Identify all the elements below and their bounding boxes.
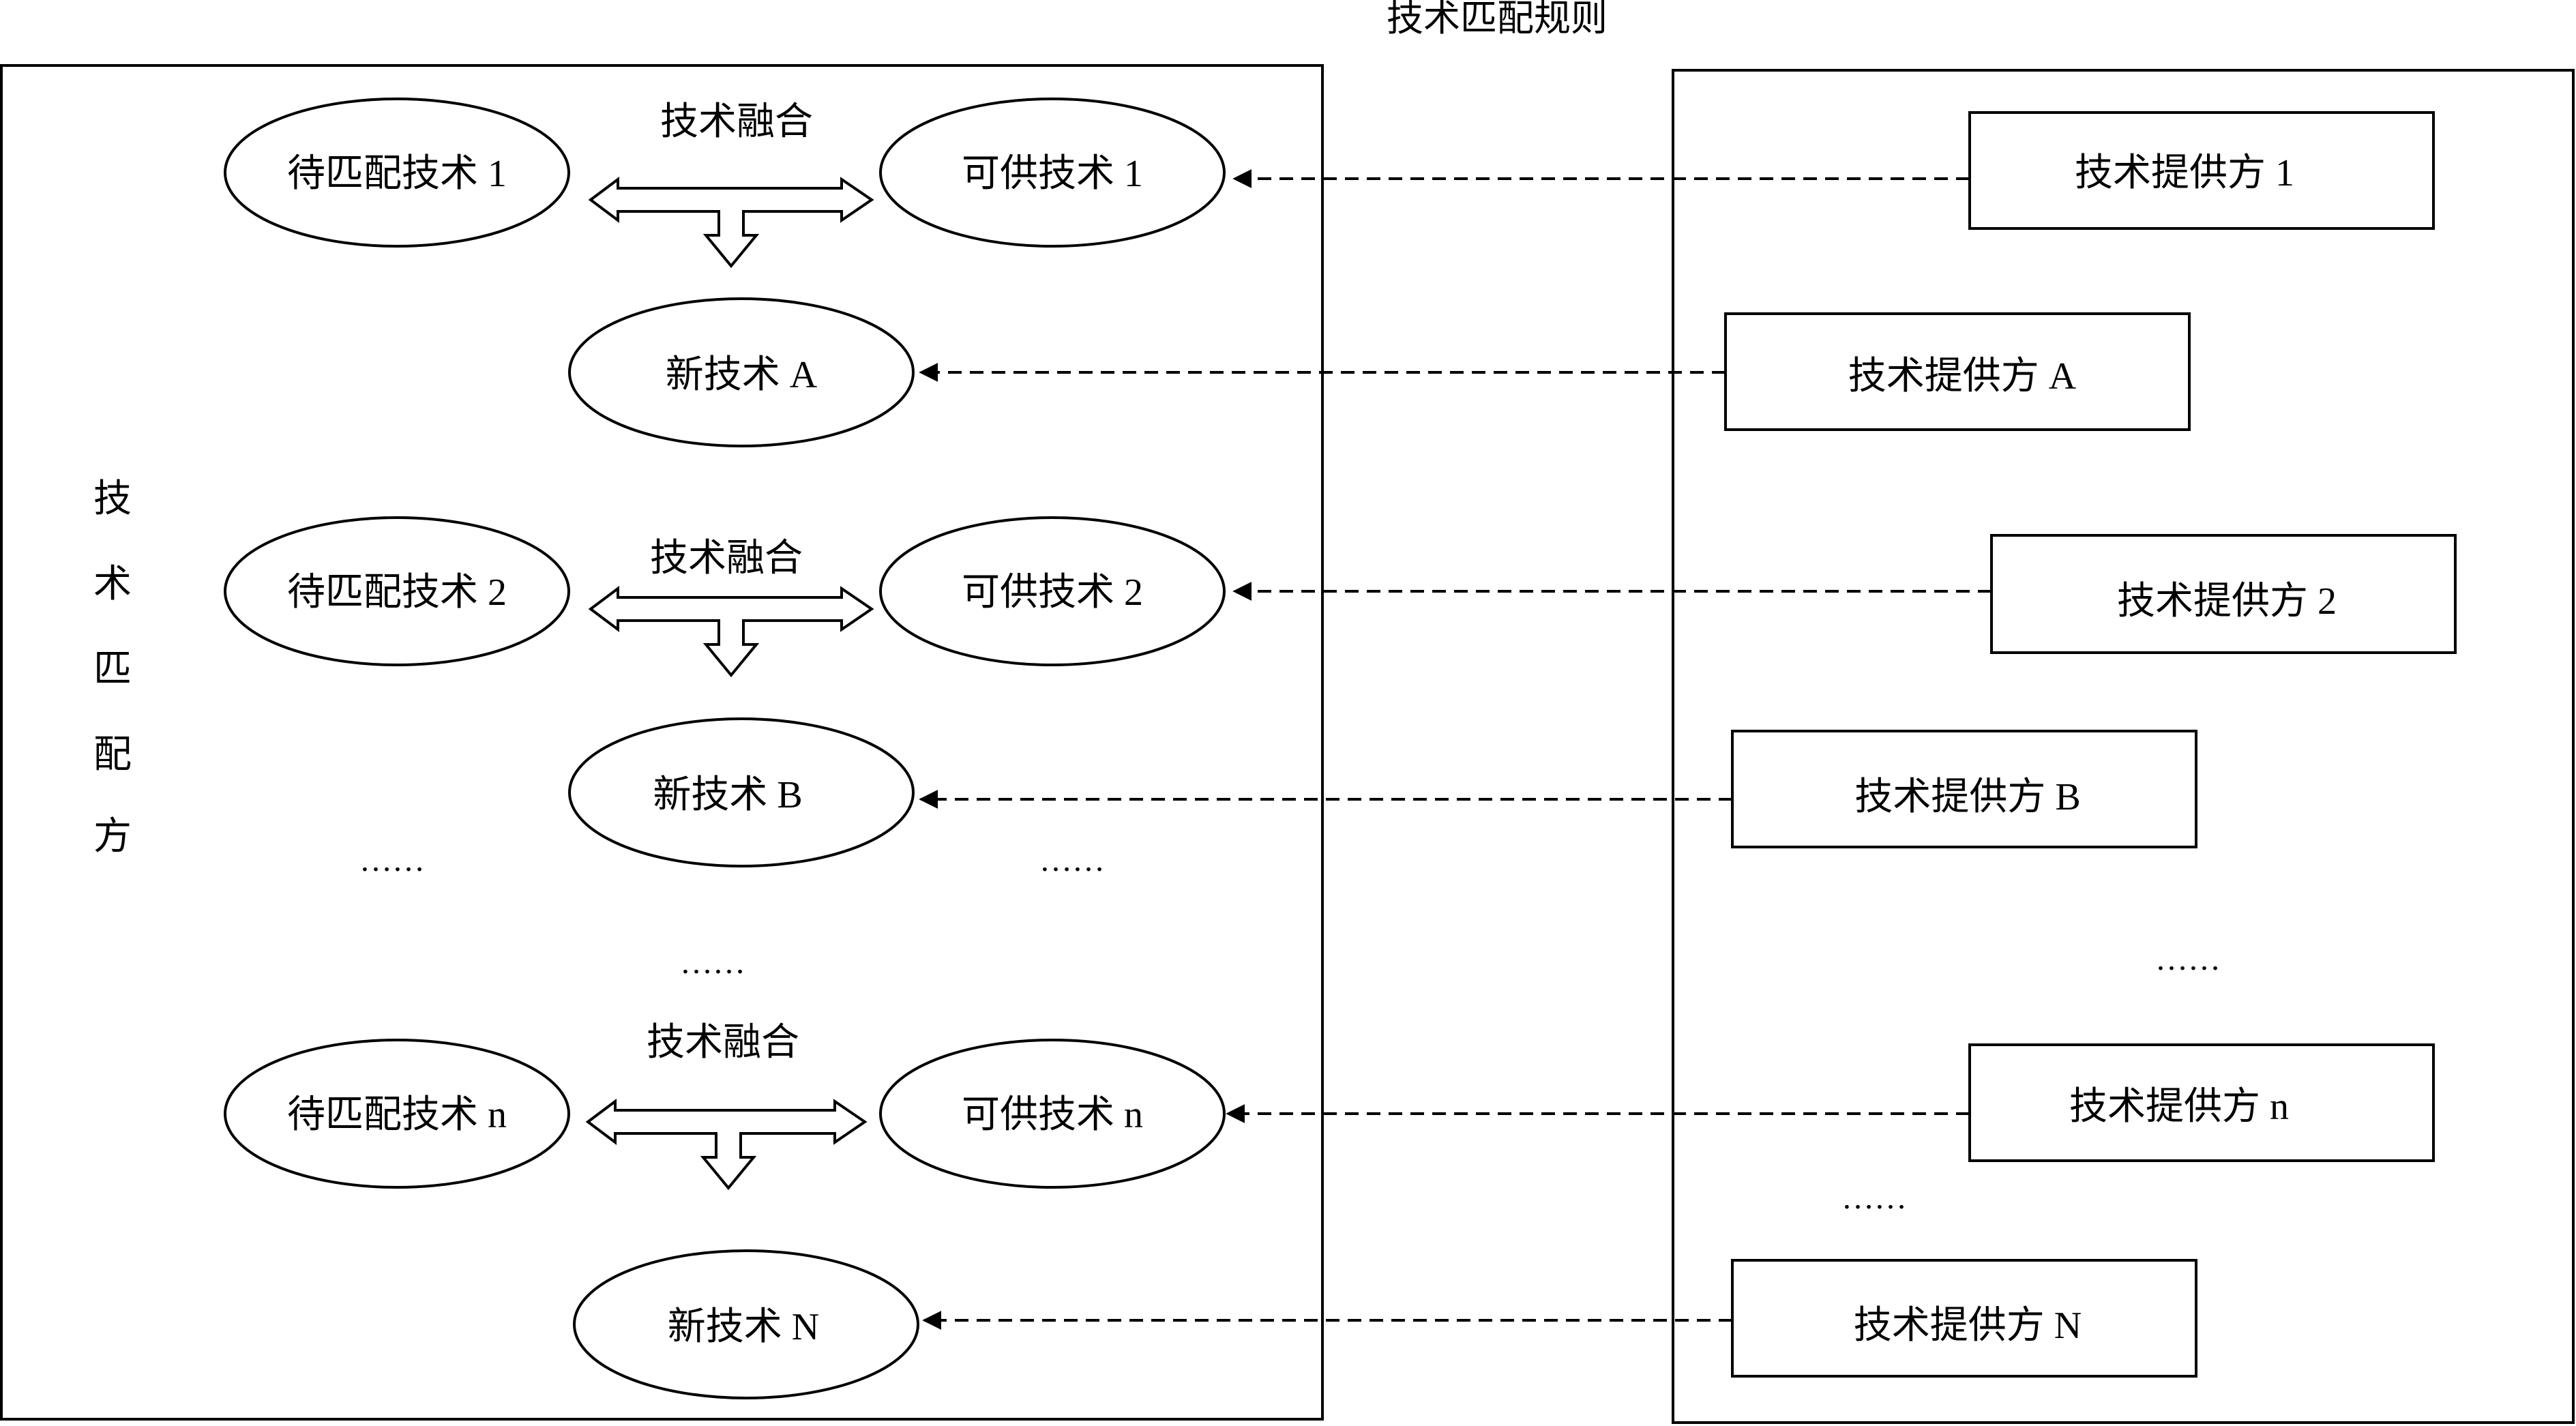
fusion-label: 技术融合	[647, 1022, 799, 1064]
fusion-group-2: 待匹配技术 2 可供技术 2 技术融合 新技术 B	[224, 516, 1226, 867]
pending-tech-label: 待匹配技术 n	[287, 1094, 507, 1136]
available-tech-label: 可供技术 2	[962, 571, 1143, 614]
provider-label: 技术提供方 2	[2117, 580, 2337, 623]
ellipsis-mark: ……	[1841, 1180, 1907, 1216]
diagram-title: 技术匹配规则	[1387, 0, 1608, 39]
provider-box: 技术提供方 B	[1731, 730, 2197, 848]
available-tech-node	[879, 516, 1226, 666]
ellipsis-mark: ……	[680, 945, 745, 981]
fusion-group-1: 待匹配技术 1 可供技术 1 技术融合 新技术 A	[224, 98, 1226, 447]
new-tech-label: 新技术 N	[668, 1306, 819, 1348]
fusion-label: 技术融合	[650, 537, 803, 580]
provider-label: 技术提供方 A	[1848, 355, 2077, 398]
pending-tech-label: 待匹配技术 1	[287, 153, 507, 195]
available-tech-label: 可供技术 n	[962, 1094, 1143, 1136]
fusion-group-n: 待匹配技术 n 可供技术 n 技术融合 新技术 N	[224, 1022, 1226, 1399]
pending-tech-node	[224, 1039, 570, 1189]
new-tech-node	[568, 717, 915, 867]
available-tech-node	[879, 1039, 1226, 1189]
provider-box: 技术提供方 n	[1968, 1043, 2435, 1162]
side-label-char: 配	[93, 734, 132, 776]
matcher-frame	[0, 64, 1324, 1421]
side-label: 技 术 匹 配 方	[93, 478, 132, 858]
pending-tech-node	[224, 98, 570, 248]
new-tech-node	[573, 1249, 919, 1399]
provider-label: 技术提供方 N	[1854, 1305, 2082, 1347]
pending-tech-node	[224, 516, 570, 666]
side-label-char: 术	[93, 563, 132, 606]
side-label-char: 技	[93, 478, 132, 520]
fusion-arrow	[588, 177, 874, 269]
provider-label: 技术提供方 B	[1854, 776, 2080, 818]
provider-box: 技术提供方 A	[1724, 312, 2191, 431]
new-tech-label: 新技术 A	[666, 354, 818, 396]
side-label-char: 匹	[93, 649, 132, 691]
fusion-label: 技术融合	[660, 101, 813, 143]
available-tech-label: 可供技术 1	[962, 153, 1143, 195]
provider-label: 技术提供方 1	[2075, 152, 2294, 194]
fusion-arrow	[585, 1099, 868, 1191]
ellipsis-mark: ……	[1039, 842, 1105, 878]
new-tech-node	[568, 297, 915, 447]
pending-tech-label: 待匹配技术 2	[287, 571, 507, 614]
provider-label: 技术提供方 n	[2069, 1086, 2289, 1128]
provider-box: 技术提供方 2	[1990, 534, 2457, 654]
fusion-arrow	[588, 586, 874, 678]
new-tech-label: 新技术 B	[653, 774, 802, 816]
ellipsis-mark: ……	[359, 842, 425, 878]
provider-box: 技术提供方 1	[1968, 111, 2435, 230]
provider-frame	[1672, 69, 2575, 1424]
ellipsis-mark: ……	[2155, 941, 2221, 977]
available-tech-node	[879, 98, 1226, 248]
side-label-char: 方	[93, 816, 132, 858]
provider-box: 技术提供方 N	[1731, 1259, 2197, 1378]
